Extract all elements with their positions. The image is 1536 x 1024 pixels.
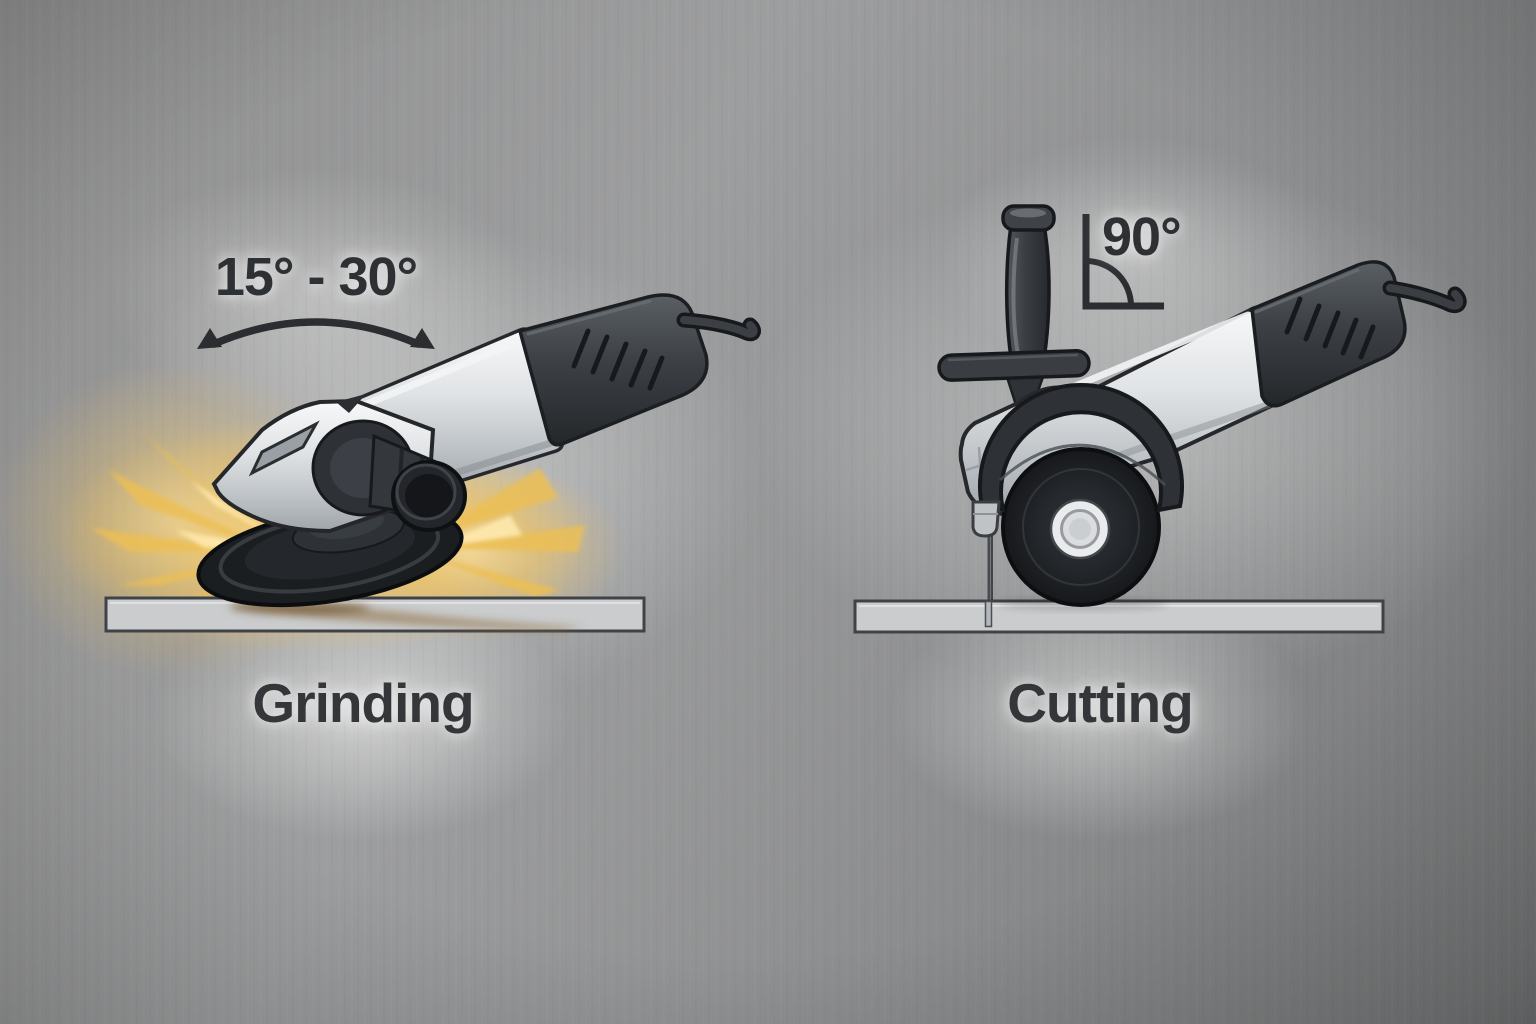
cutting-illustration bbox=[853, 204, 1467, 634]
grip-vents-left bbox=[571, 328, 665, 391]
grinding-caption: Grinding bbox=[252, 676, 474, 731]
rear-grip-left bbox=[517, 293, 709, 447]
arrowhead-left bbox=[197, 328, 222, 349]
power-cord-left bbox=[676, 312, 761, 342]
cut-kerf bbox=[984, 530, 993, 628]
guard-clamp bbox=[971, 500, 1001, 538]
disc-hub bbox=[1049, 498, 1111, 560]
handle-top-cap bbox=[1001, 204, 1056, 232]
grinding-illustration bbox=[0, 293, 761, 680]
side-handle-knob bbox=[311, 419, 467, 532]
grip-vents-right bbox=[1284, 296, 1376, 360]
cutting-caption: Cutting bbox=[1007, 676, 1193, 731]
head-vent-window bbox=[248, 420, 320, 477]
rear-grip-right bbox=[1250, 260, 1407, 408]
power-cord-right bbox=[1382, 280, 1467, 314]
head-notch bbox=[336, 394, 366, 413]
wheel-guard bbox=[978, 383, 1184, 513]
grinding-angle-label: 15° - 30° bbox=[215, 250, 418, 304]
right-angle-icon bbox=[1082, 214, 1164, 310]
arrowhead-right bbox=[410, 328, 435, 349]
cutting-angle-label: 90° bbox=[1102, 210, 1182, 264]
angle-range-arc-icon bbox=[197, 318, 435, 349]
